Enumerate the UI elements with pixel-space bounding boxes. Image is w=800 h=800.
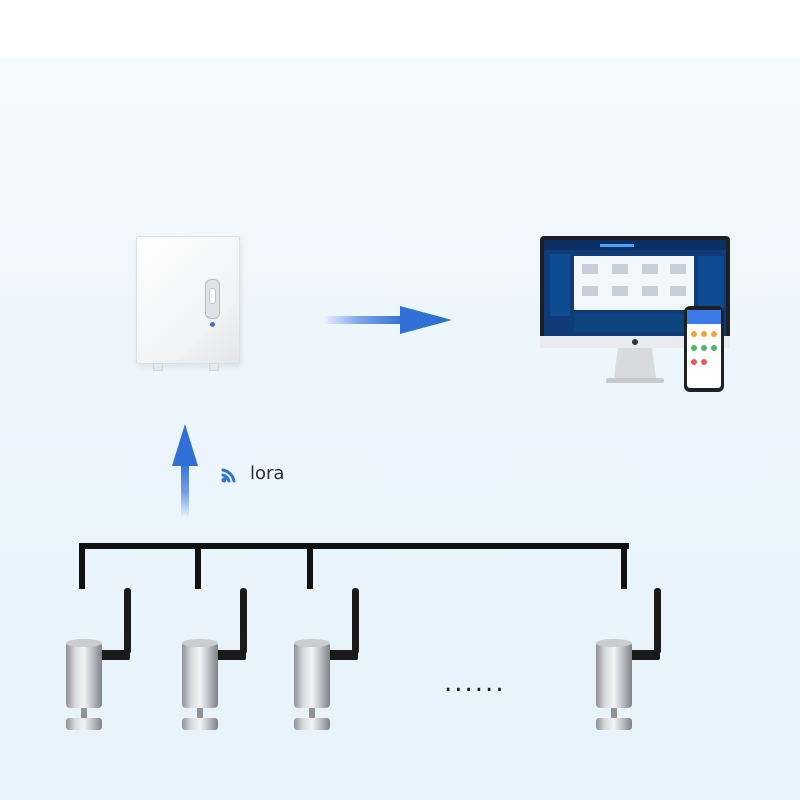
latch-icon [205,279,220,319]
wifi-icon [221,468,236,483]
top-band [0,0,800,58]
sensor-group [66,588,661,730]
sensor-icon [596,588,661,730]
gateway-foot [209,363,219,371]
upload-arrow [322,306,452,334]
smartphone-icon [684,306,724,392]
gateway-box-icon [136,236,240,371]
computer-monitor-icon [540,236,730,392]
wireless-label: lora [250,463,285,484]
more-sensors-ellipsis: ...... [444,668,506,698]
sensor-bus [79,543,629,589]
indicator-light [210,322,215,327]
sensor-icon [294,588,359,730]
uplink-arrow [172,424,198,518]
sensor-icon [66,588,131,730]
sensor-icon [182,588,247,730]
gateway-foot [153,363,163,371]
